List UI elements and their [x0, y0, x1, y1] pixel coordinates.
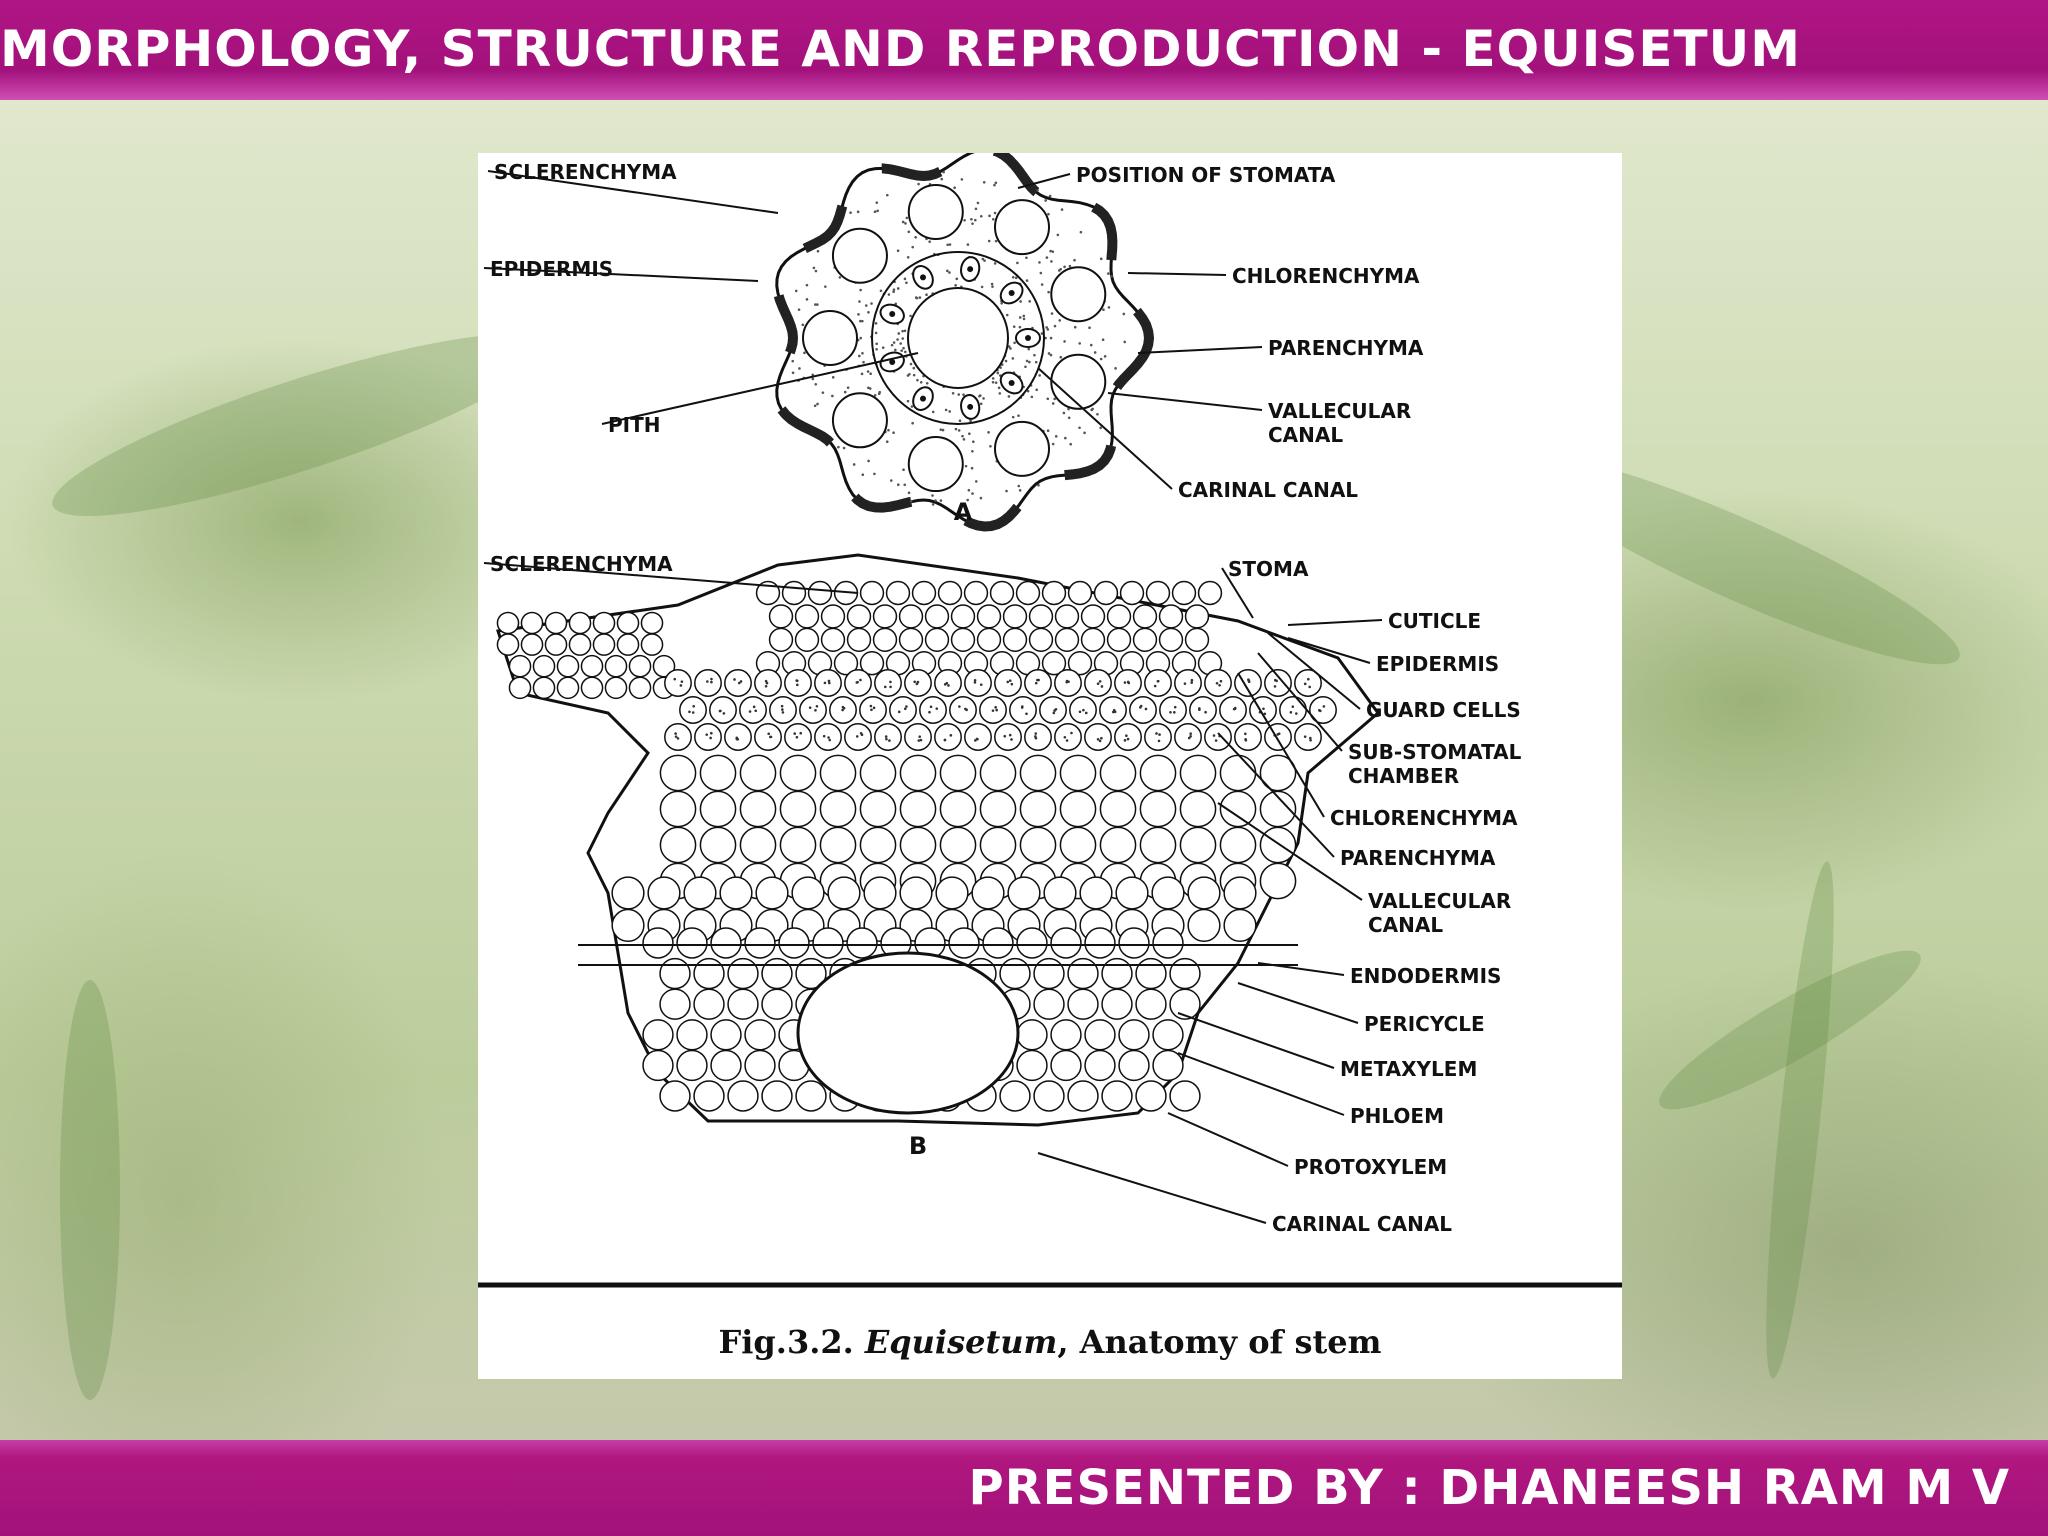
slide-title: MORPHOLOGY, STRUCTURE AND REPRODUCTION -…	[0, 20, 1801, 78]
section-a-label-chlorenchyma: CHLORENCHYMA	[1232, 264, 1420, 288]
section-a-label-epidermis: EPIDERMIS	[490, 257, 613, 281]
diagram-labels: SCLERENCHYMA EPIDERMIS PITH POSITION OF STO…	[483, 160, 1522, 1236]
figure-caption: Fig.3.2. Equisetum, Anatomy of stem	[478, 1323, 1622, 1361]
title-banner: MORPHOLOGY, STRUCTURE AND REPRODUCTION -…	[0, 0, 2048, 100]
section-b-label-vallecular-canal-line1: VALLECULAR	[1368, 889, 1511, 913]
section-b-label-parenchyma: PARENCHYMA	[1340, 846, 1496, 870]
caption-species: Equisetum	[864, 1323, 1058, 1361]
transverse-section-a: A	[771, 153, 1155, 532]
presenter-banner: PRESENTED BY : DHANEESH RAM M V	[0, 1440, 2048, 1536]
section-b-label-guard-cells: GUARD CELLS	[1366, 698, 1521, 722]
section-b-label-sub-stomatal-chamber-line1: SUB-STOMATAL	[1348, 740, 1522, 764]
section-a-label-sclerenchyma: SCLERENCHYMA	[494, 160, 677, 184]
section-b-label-cuticle: CUTICLE	[1388, 609, 1481, 633]
section-b-label-protoxylem: PROTOXYLEM	[1294, 1155, 1447, 1179]
caption-suffix: , Anatomy of stem	[1057, 1323, 1382, 1361]
section-b-letter: B	[909, 1132, 927, 1160]
section-a-label-position-of-stomata: POSITION OF STOMATA	[1076, 163, 1336, 187]
section-a-letter: A	[954, 498, 973, 526]
figure-panel: A B SCLERENCHYMA EPIDERMIS PITH POSITION OF…	[478, 153, 1622, 1379]
section-b-label-carinal-canal: CARINAL CANAL	[1272, 1212, 1452, 1236]
section-a-label-vallecular-canal-line1: VALLECULAR	[1268, 399, 1411, 423]
section-b-label-vallecular-canal-line2: CANAL	[1368, 913, 1443, 937]
stem-anatomy-diagram: A B SCLERENCHYMA EPIDERMIS PITH POSITION OF…	[478, 153, 1622, 1288]
section-b-label-chlorenchyma: CHLORENCHYMA	[1330, 806, 1518, 830]
section-a-label-carinal-canal: CARINAL CANAL	[1178, 478, 1358, 502]
section-b-label-metaxylem: METAXYLEM	[1340, 1057, 1477, 1081]
section-b-label-pericycle: PERICYCLE	[1364, 1012, 1485, 1036]
section-b-label-stoma: STOMA	[1228, 557, 1309, 581]
section-a-label-parenchyma: PARENCHYMA	[1268, 336, 1424, 360]
presenter-name: PRESENTED BY : DHANEESH RAM M V	[968, 1460, 2010, 1516]
section-b-label-phloem: PHLOEM	[1350, 1104, 1444, 1128]
section-b-label-sub-stomatal-chamber-line2: CHAMBER	[1348, 764, 1459, 788]
section-a-label-pith: PITH	[608, 413, 660, 437]
section-b-label-sclerenchyma: SCLERENCHYMA	[490, 552, 673, 576]
section-b-label-endodermis: ENDODERMIS	[1350, 964, 1501, 988]
section-a-label-vallecular-canal-line2: CANAL	[1268, 423, 1343, 447]
section-b-label-epidermis: EPIDERMIS	[1376, 652, 1499, 676]
sector-section-b: B	[478, 553, 1622, 1288]
caption-prefix: Fig.3.2.	[718, 1323, 854, 1361]
